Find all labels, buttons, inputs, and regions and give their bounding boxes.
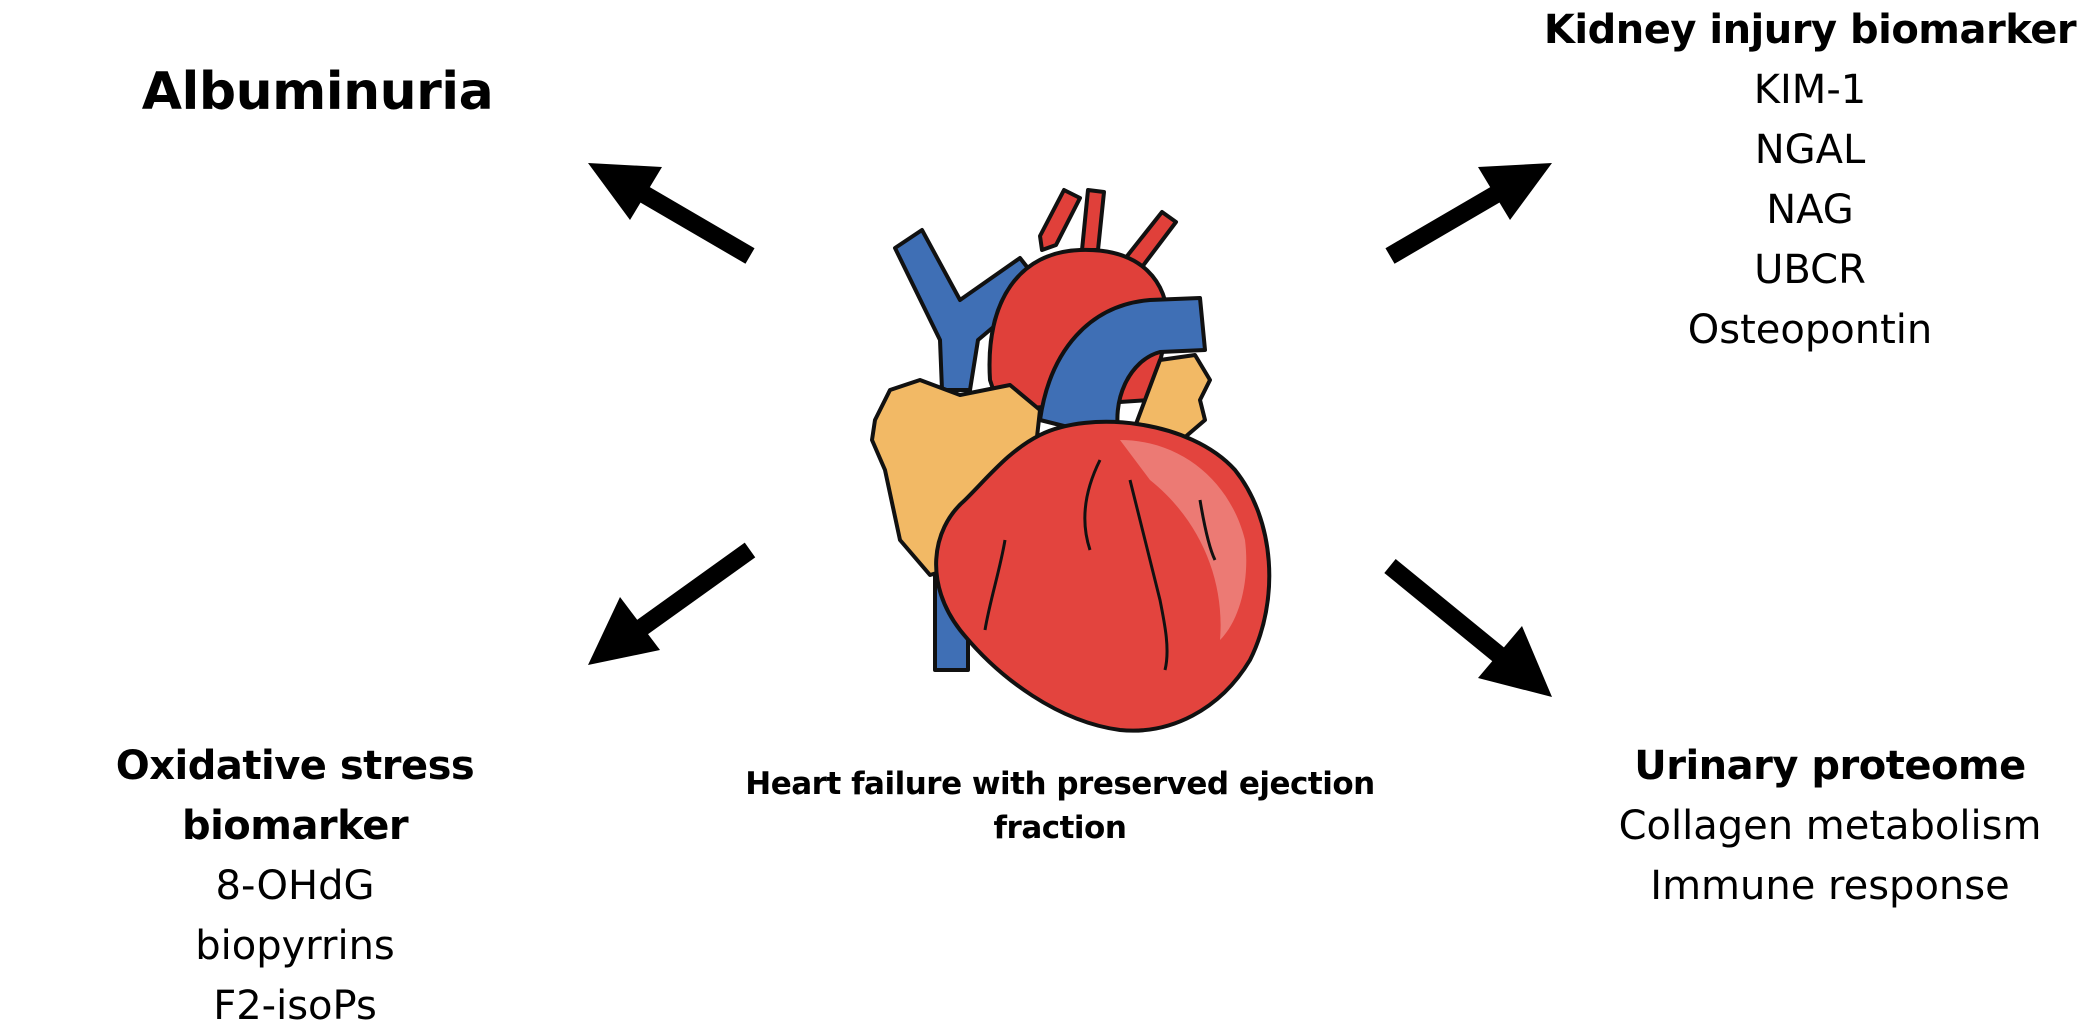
- urinary-proteome-title: Urinary proteome: [1634, 743, 2026, 789]
- oxidative-stress-title: Oxidative stress biomarker: [115, 743, 475, 849]
- arrow-down-right-icon: [1384, 559, 1552, 697]
- arrow-down-left-icon: [588, 542, 756, 665]
- albuminuria-block: Albuminuria: [100, 52, 535, 132]
- arrow-up-right-icon: [1385, 163, 1552, 264]
- urinary-proteome-item: Collagen metabolism: [1618, 803, 2042, 849]
- kidney-biomarker-block: Kidney injury biomarker KIM-1 NGAL NAG U…: [1540, 0, 2079, 360]
- diagram: Albuminuria Kidney injury biomarker KIM-…: [100, 0, 2079, 1029]
- oxidative-stress-item: biopyrrins: [195, 923, 395, 969]
- kidney-biomarker-item: KIM-1: [1753, 67, 1867, 113]
- kidney-biomarker-item: NGAL: [1754, 127, 1866, 173]
- oxidative-stress-item: 8-OHdG: [215, 863, 375, 909]
- urinary-proteome-block: Urinary proteome Collagen metabolism Imm…: [1590, 736, 2070, 916]
- arrow-up-left-icon: [588, 163, 755, 264]
- diagram-graphics: [588, 163, 1552, 733]
- kidney-biomarker-item: Osteopontin: [1687, 307, 1933, 353]
- kidney-biomarker-item: UBCR: [1754, 247, 1866, 293]
- urinary-proteome-item: Immune response: [1650, 863, 2010, 909]
- kidney-biomarker-item: NAG: [1766, 187, 1854, 233]
- albuminuria-title: Albuminuria: [141, 62, 494, 122]
- kidney-biomarker-title: Kidney injury biomarker: [1543, 7, 2077, 53]
- center-label: Heart failure with preserved ejection fr…: [745, 766, 1375, 846]
- oxidative-stress-item: F2-isoPs: [213, 983, 377, 1029]
- oxidative-stress-block: Oxidative stress biomarker 8-OHdG biopyr…: [0, 736, 590, 1036]
- heart-illustration-icon: [870, 188, 1272, 733]
